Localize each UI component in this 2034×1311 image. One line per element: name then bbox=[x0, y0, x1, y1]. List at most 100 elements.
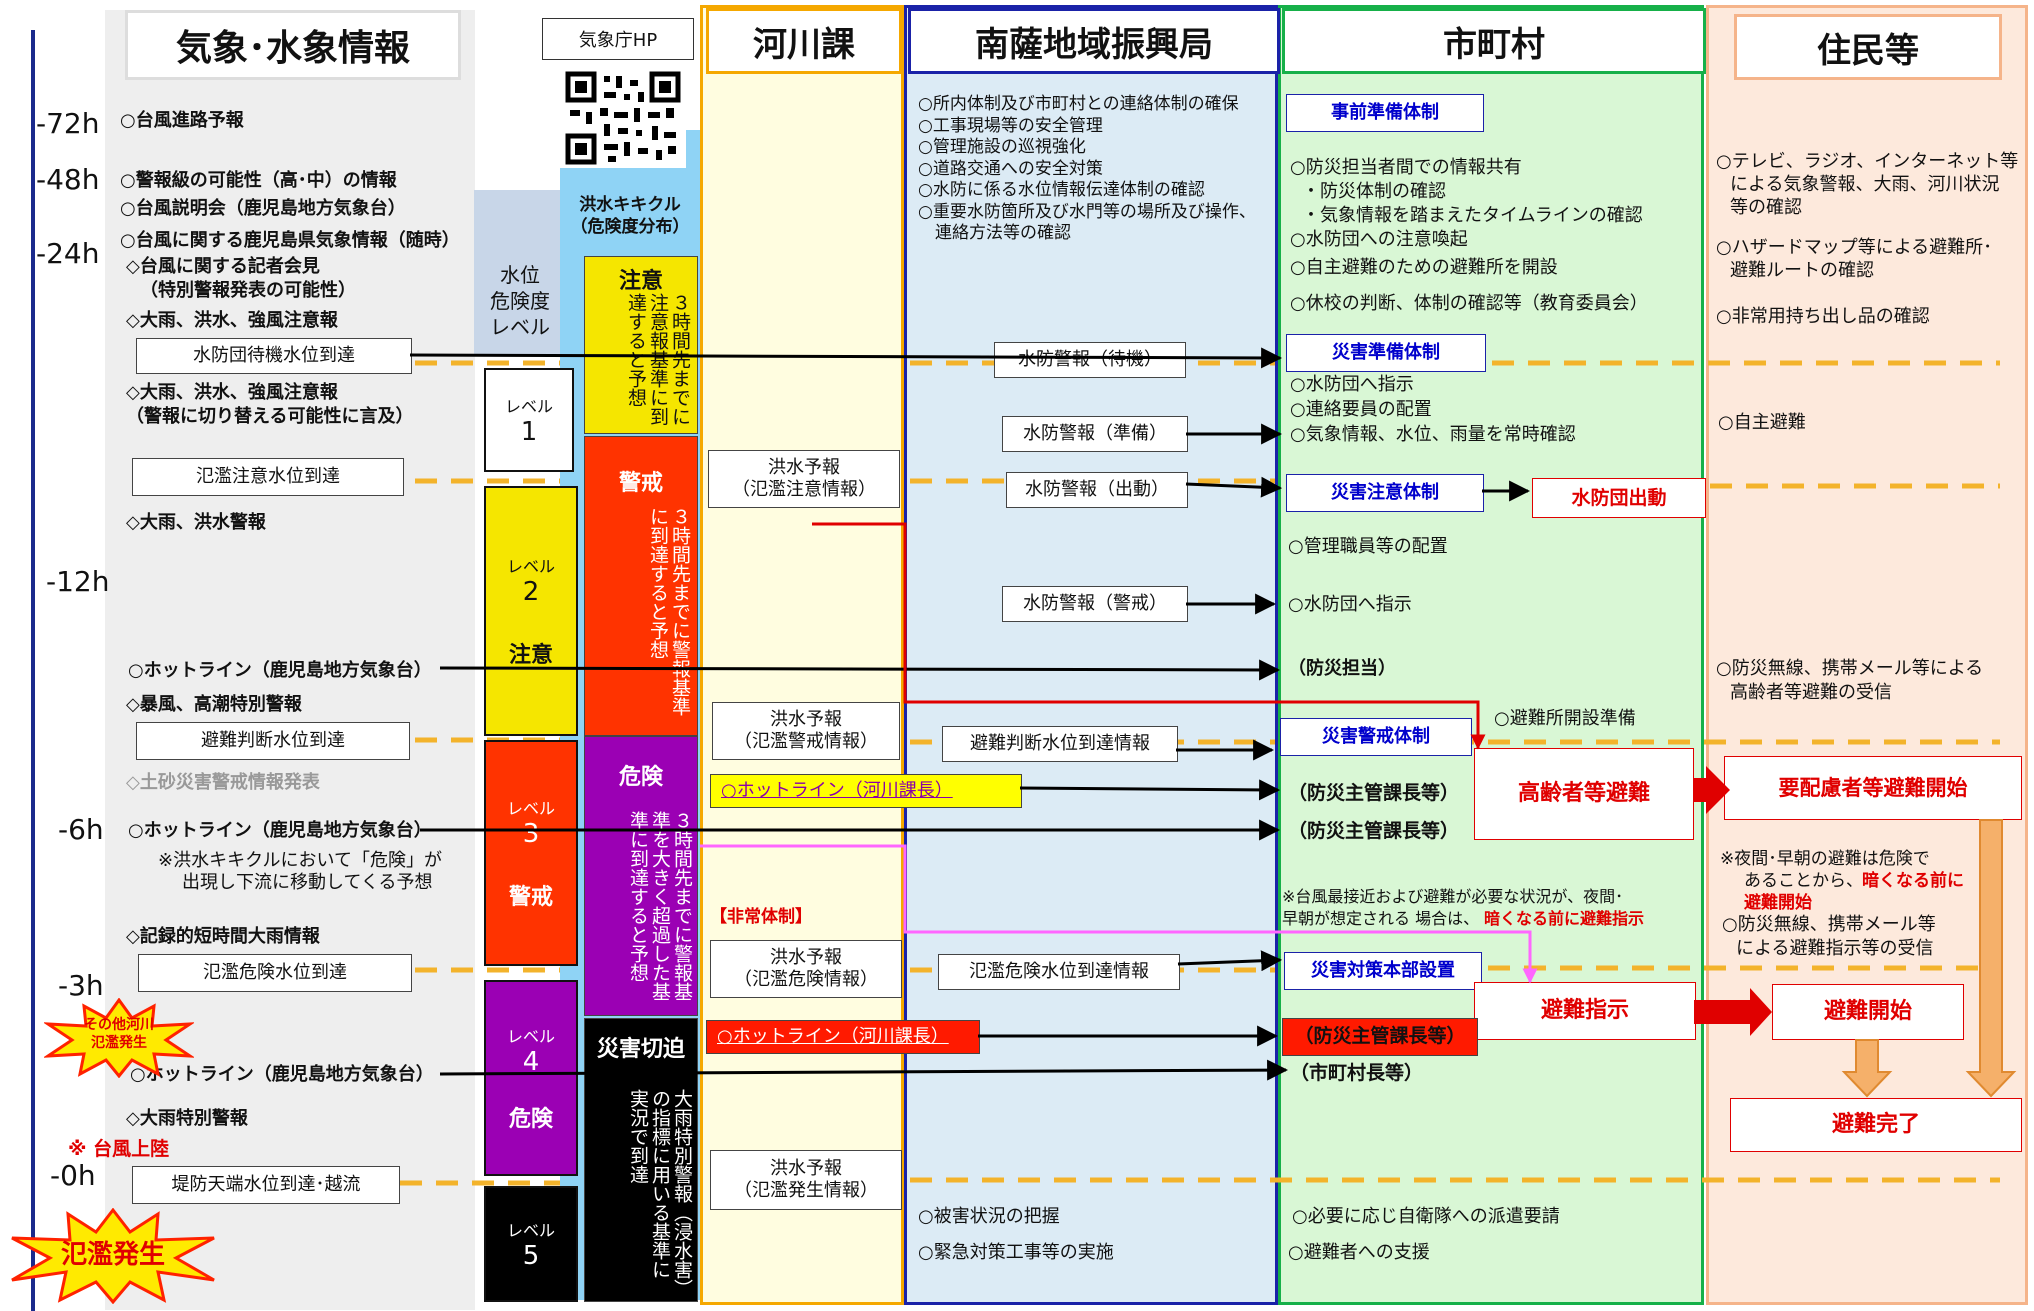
weather-hotline-2: ○ホットライン（鹿児島地方気象台） bbox=[128, 820, 432, 841]
caution-system-box: 災害注意体制 bbox=[1286, 474, 1484, 512]
level-3-label: レベル bbox=[506, 799, 555, 818]
prep-item: ○防災担当者間での情報共有 bbox=[1290, 157, 1522, 178]
muni-staff: ○管理職員等の配置 bbox=[1288, 536, 1448, 557]
nansatsu-task: 連絡方法等の確認 bbox=[918, 223, 1071, 243]
flood-caution-box: 氾濫注意水位到達 bbox=[132, 458, 404, 496]
care-evac-start-box: 要配慮者等避難開始 bbox=[1724, 756, 2022, 820]
muni-note-2b: 暗くなる前に避難指示 bbox=[1484, 909, 1645, 928]
alert-system-box: 災害警戒体制 bbox=[1280, 718, 1472, 756]
res-item: ○テレビ、ラジオ、インターネット等 bbox=[1716, 151, 2019, 172]
muni-chief-3: （防災主管課長等） bbox=[1294, 1025, 1466, 1047]
header-jma-hp[interactable]: 気象庁HP bbox=[542, 18, 694, 60]
disaster-prep-box: 災害準備体制 bbox=[1286, 334, 1486, 372]
level-4-name: 危険 bbox=[508, 1107, 553, 1132]
prep-item: ・防災体制の確認 bbox=[1302, 181, 1446, 202]
res-items-2: ○ハザードマップ等による避難所･ 避難ルートの確認 bbox=[1716, 236, 1992, 282]
muni-support: ○避難者への支援 bbox=[1288, 1242, 1430, 1263]
kikikuru-note-2: 出現し下流に移動してくる予想 bbox=[182, 872, 433, 893]
weather-heavy-warning: ◇大雨、洪水警報 bbox=[126, 512, 266, 533]
level-3-number: 3 bbox=[522, 819, 540, 849]
weather-press-2: （特別警報発表の可能性） bbox=[140, 280, 356, 301]
time-label-24h: -24h bbox=[36, 237, 100, 270]
res-night-2b: 暗くなる前に bbox=[1862, 871, 1964, 891]
river-emergency: 【非常体制】 bbox=[710, 907, 812, 927]
res-order-2: による避難指示等の受信 bbox=[1736, 938, 1934, 959]
kikikuru-caution-body: ３時間先までに注意報基準に到達すると予想 bbox=[625, 293, 691, 426]
res-night-1: ※夜間･早朝の避難は危険で bbox=[1720, 849, 1930, 869]
disaster-prep-item: ○連絡要員の配置 bbox=[1290, 399, 1432, 420]
weather-landslide: ◇土砂災害警戒情報発表 bbox=[126, 772, 320, 793]
qr-code-icon[interactable] bbox=[560, 68, 686, 168]
weather-hotline-1: ○ホットライン（鹿児島地方気象台） bbox=[128, 660, 432, 681]
level-4-number: 4 bbox=[522, 1047, 540, 1077]
flood-fight-standby: 水防警報（待機） bbox=[994, 342, 1186, 378]
muni-suibodan-instruct: ○水防団へ指示 bbox=[1288, 594, 1412, 615]
chief-3-box: （防災主管課長等） bbox=[1282, 1018, 1478, 1056]
other-river-burst-icon: その他河川 氾濫発生 bbox=[42, 997, 196, 1079]
weather-advisory: ◇大雨、洪水、強風注意報 bbox=[126, 310, 338, 331]
res-item: 等の確認 bbox=[1730, 197, 1802, 218]
level-2-name: 注意 bbox=[508, 643, 553, 668]
kikikuru-warning-body: ３時間先までに警報基準に到達すると予想 bbox=[647, 507, 691, 716]
res-night-2a: あることから、 bbox=[1744, 871, 1863, 891]
nansatsu-task: ○道路交通への安全対策 bbox=[918, 158, 1103, 179]
level-3-name: 警戒 bbox=[508, 885, 553, 910]
river-forecast-warning: 洪水予報 （氾濫警戒情報） bbox=[712, 702, 900, 760]
standby-level-box: 水防団待機水位到達 bbox=[136, 338, 412, 374]
muni-sdf: ○必要に応じ自衛隊への派遣要請 bbox=[1292, 1206, 1560, 1227]
river-hotline-b[interactable]: ○ホットライン（河川課長） bbox=[706, 1020, 980, 1054]
res-voluntary: ○自主避難 bbox=[1718, 412, 1806, 433]
disaster-prep-items: ○水防団へ指示 ○連絡要員の配置 ○気象情報、水位、雨量を常時確認 bbox=[1290, 372, 1576, 447]
muni-shelter-prep: ○避難所開設準備 bbox=[1494, 708, 1636, 729]
river-column-bg bbox=[700, 5, 904, 1305]
kikikuru-note-1: ※洪水キキクルにおいて「危険」が bbox=[158, 850, 443, 871]
flood-burst-icon: 氾濫発生 bbox=[8, 1207, 218, 1305]
evac-level-info: 避難判断水位到達情報 bbox=[942, 726, 1178, 762]
weather-record-rain: ◇記録的短時間大雨情報 bbox=[126, 926, 320, 947]
kikikuru-danger-title: 危険 bbox=[618, 765, 663, 790]
kikikuru-warning-title: 警戒 bbox=[618, 471, 663, 496]
flood-fight-dispatch: 水防警報（出動） bbox=[1006, 472, 1188, 508]
nansatsu-task: ○管理施設の巡視強化 bbox=[918, 137, 1086, 157]
flood-danger-box: 氾濫危険水位到達 bbox=[138, 954, 412, 992]
nansatsu-task: ○所内体制及び市町村との連絡体制の確保 bbox=[918, 94, 1239, 114]
muni-note-2a: 早朝が想定される 場合は、 bbox=[1282, 909, 1480, 928]
time-label-3h: -3h bbox=[58, 969, 104, 1002]
river-forecast-caution: 洪水予報 （氾濫注意情報） bbox=[708, 450, 900, 508]
danger-level-info: 氾濫危険水位到達情報 bbox=[938, 954, 1180, 990]
muni-mayor: （市町村長等） bbox=[1290, 1062, 1424, 1084]
muni-note-1: ※台風最接近および避難が必要な状況が、夜間･ bbox=[1282, 887, 1624, 906]
weather-press-1: ◇台風に関する記者会見 bbox=[126, 256, 320, 277]
disaster-prep-item: ○水防団へ指示 bbox=[1290, 374, 1414, 395]
kikikuru-danger-body: ３時間先までに警報基準を大きく超過した基準に到達すると予想 bbox=[627, 811, 693, 1001]
res-item: 避難ルートの確認 bbox=[1730, 260, 1874, 281]
prep-item: ○休校の判断、体制の確認等（教育委員会） bbox=[1290, 293, 1648, 314]
weather-column-bg bbox=[105, 10, 475, 1310]
flood-fight-alert: 水防警報（警戒） bbox=[1002, 586, 1188, 622]
header-river: 河川課 bbox=[706, 8, 902, 74]
time-label-0h: -0h bbox=[50, 1159, 96, 1192]
kikikuru-caution-title: 注意 bbox=[618, 269, 663, 294]
level-3-box: レベル 3 警戒 bbox=[484, 740, 578, 966]
header-weather: 気象･水象情報 bbox=[125, 10, 461, 80]
levee-box: 堤防天端水位到達･越流 bbox=[132, 1166, 400, 1204]
level-1-label: レベル bbox=[504, 397, 553, 416]
weather-heavy-special: ◇大雨特別警報 bbox=[126, 1108, 248, 1129]
weather-warning-possibility: ○警報級の可能性（高･中）の情報 bbox=[120, 170, 397, 191]
nansatsu-damage: ○被害状況の把握 bbox=[918, 1206, 1060, 1227]
elderly-evac-box: 高齢者等避難 bbox=[1474, 748, 1694, 840]
river-hotline-a-label: ○ホットライン（河川課長） bbox=[721, 780, 953, 801]
time-label-48h: -48h bbox=[36, 163, 100, 196]
res-item: による気象警報、大雨、河川状況 bbox=[1730, 174, 2000, 195]
res-bosai-1: ○防災無線、携帯メール等による bbox=[1716, 658, 1984, 679]
kikikuru-imminent-box: 災害切迫 大雨特別警報（浸水害）の指標に用いる基準に実況で到達 bbox=[584, 1018, 698, 1302]
river-hotline-a[interactable]: ○ホットライン（河川課長） bbox=[710, 774, 1022, 808]
nansatsu-task: ○水防に係る水位情報伝達体制の確認 bbox=[918, 180, 1205, 200]
res-item: ○ハザードマップ等による避難所･ bbox=[1716, 237, 1993, 258]
timeline-axis bbox=[31, 30, 35, 1311]
muni-bosai-tanto: （防災担当） bbox=[1288, 658, 1396, 679]
muni-chief-1: （防災主管課長等） bbox=[1288, 782, 1460, 804]
level-1-box: レベル 1 bbox=[484, 368, 574, 472]
nansatsu-task: ○工事現場等の安全管理 bbox=[918, 115, 1103, 136]
suibodan-dispatch-box: 水防団出動 bbox=[1532, 478, 1706, 518]
